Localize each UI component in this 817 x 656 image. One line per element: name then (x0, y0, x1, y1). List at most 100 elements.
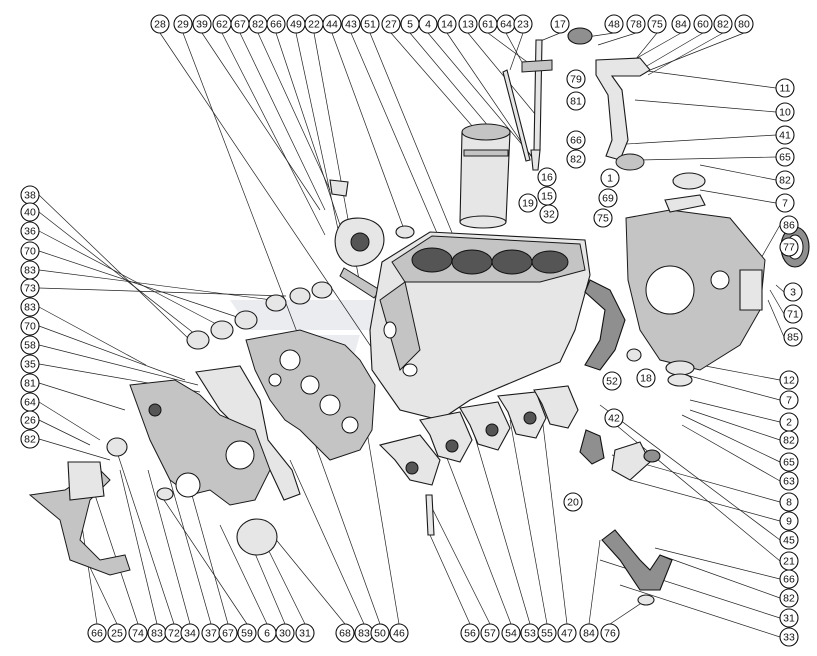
callout-circle (734, 14, 754, 34)
callout-number: 50 (374, 628, 386, 640)
callout-67: 67 (230, 14, 250, 34)
callout-circle (295, 623, 315, 643)
callout-circle (636, 368, 656, 388)
callout-number: 83 (151, 628, 163, 640)
callout-33: 33 (779, 627, 799, 647)
callout-74: 74 (128, 623, 148, 643)
callout-circle (20, 410, 40, 430)
leader-line (634, 32, 658, 61)
callout-number: 45 (783, 535, 795, 547)
leader-line (159, 32, 381, 361)
callout-number: 83 (24, 302, 36, 314)
leader-line (509, 32, 524, 71)
leader-line (609, 599, 647, 625)
leader-line (597, 32, 637, 46)
callout-number: 51 (364, 19, 376, 31)
callout-number: 53 (524, 628, 536, 640)
leader-line (38, 306, 147, 366)
callout-circle (779, 530, 799, 550)
callout-number: 82 (779, 175, 791, 187)
callout-circle (566, 91, 586, 111)
callout-number: 36 (24, 226, 36, 238)
callout-51: 51 (360, 14, 380, 34)
callout-83: 83 (354, 623, 374, 643)
callout-number: 1 (607, 173, 613, 185)
water-outlet (329, 179, 415, 299)
callout-circle (779, 430, 799, 450)
callout-number: 83 (358, 628, 370, 640)
callout-circle (779, 471, 799, 491)
callout-number: 12 (783, 375, 795, 387)
callout-circle (150, 14, 170, 34)
leader-line (169, 479, 212, 625)
callout-circle (775, 78, 795, 98)
callout-38: 38 (20, 185, 40, 205)
callout-66: 66 (266, 14, 286, 34)
callout-9: 9 (779, 511, 799, 531)
callout-27: 27 (381, 14, 401, 34)
callout-circle (128, 623, 148, 643)
callout-number: 7 (782, 198, 788, 210)
callout-number: 64 (500, 19, 512, 31)
leader-line (117, 454, 175, 625)
callout-circle (237, 623, 257, 643)
callout-number: 81 (24, 378, 36, 390)
callout-28: 28 (150, 14, 170, 34)
callout-circle (537, 167, 557, 187)
callout-7: 7 (779, 390, 799, 410)
leader-line (699, 364, 781, 381)
leader-line (509, 419, 548, 625)
callout-59: 59 (237, 623, 257, 643)
callout-number: 63 (783, 476, 795, 488)
callout-3: 3 (783, 282, 803, 302)
callout-62: 62 (212, 14, 232, 34)
callout-41: 41 (775, 125, 795, 145)
leader-line (659, 554, 781, 599)
leader-line (699, 189, 777, 204)
callout-circle (671, 14, 691, 34)
callout-84: 84 (671, 14, 691, 34)
callout-36: 36 (20, 221, 40, 241)
callout-number: 59 (241, 628, 253, 640)
callout-circle (566, 149, 586, 169)
callout-16: 16 (537, 167, 557, 187)
callout-number: 10 (779, 107, 791, 119)
callout-47: 47 (557, 623, 577, 643)
leader-line (38, 194, 191, 341)
leader-line (588, 539, 601, 625)
callout-circle (192, 14, 212, 34)
callout-11: 11 (775, 78, 795, 98)
leader-line (634, 99, 777, 113)
callout-number: 57 (484, 628, 496, 640)
callout-45: 45 (779, 530, 799, 550)
callout-66: 66 (779, 569, 799, 589)
callout-circle (266, 14, 286, 34)
callout-49: 49 (286, 14, 306, 34)
callout-39: 39 (192, 14, 212, 34)
callout-32: 32 (539, 204, 559, 224)
callout-circle (775, 193, 795, 213)
leader-line (147, 469, 191, 625)
callout-circle (458, 14, 478, 34)
callout-number: 56 (464, 628, 476, 640)
callout-number: 35 (24, 359, 36, 371)
leader-line (505, 32, 525, 67)
callout-23: 23 (513, 14, 533, 34)
callout-circle (602, 371, 622, 391)
callout-circle (322, 14, 342, 34)
callout-number: 66 (570, 135, 582, 147)
callout-80: 80 (734, 14, 754, 34)
callout-number: 83 (24, 265, 36, 277)
callout-number: 29 (177, 19, 189, 31)
oil-pan-gasket (584, 279, 626, 371)
callout-circle (775, 147, 795, 167)
callout-82: 82 (779, 430, 799, 450)
callout-number: 22 (308, 19, 320, 31)
callout-number: 25 (111, 628, 123, 640)
leader-line (350, 32, 441, 241)
leader-line (469, 419, 531, 625)
callout-79: 79 (566, 69, 586, 89)
callout-14: 14 (437, 14, 457, 34)
callout-81: 81 (566, 91, 586, 111)
